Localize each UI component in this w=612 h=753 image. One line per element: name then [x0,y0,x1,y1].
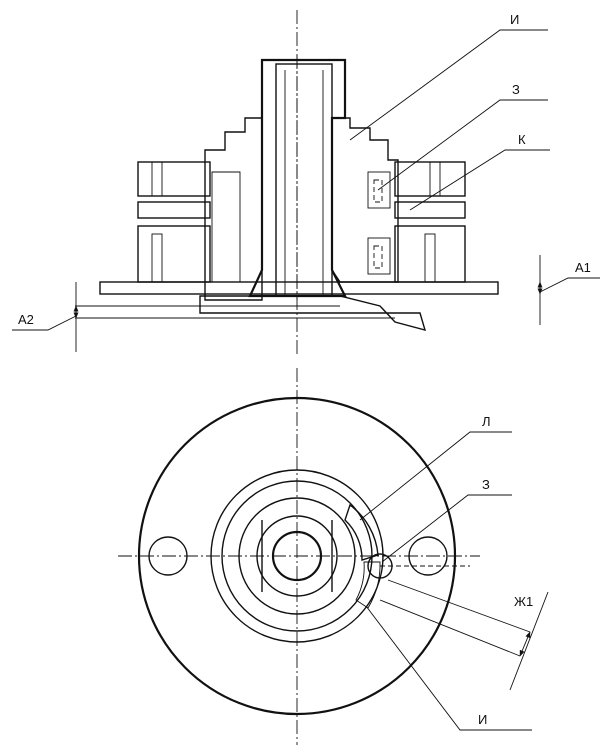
label-z-top: З [512,82,520,97]
left-middle-block [137,201,211,219]
right-middle-block [394,201,466,219]
label-z-bottom: З [482,477,490,492]
shaft-outer-circle [256,515,338,597]
leader-i-top [349,29,548,141]
key-lower [373,245,383,269]
label-l: Л [482,414,491,429]
dim-zh1-arrows [519,631,531,657]
base-plate [99,281,499,295]
housing-inner-circle [221,480,373,632]
leader-a2 [12,315,77,331]
label-a2: А2 [18,312,34,327]
left-upper-block [137,161,211,197]
shaft-bore [275,63,333,297]
leader-z-top [377,99,548,191]
leader-i-bottom [365,605,532,731]
mount-hole-right [408,536,448,576]
dim-zh1-ext2 [379,599,521,657]
right-stepped-housing [331,117,399,283]
key-slot-upper [367,171,391,209]
bottom-flange [199,295,427,331]
dim-zh1-ext1 [387,579,531,633]
leader-k [409,149,550,211]
sleeve-circle [238,497,356,615]
left-bolt-hole-bottom [151,233,163,283]
label-i-bottom: И [478,712,487,727]
leader-a1 [539,277,600,293]
leader-z-bottom [381,494,512,563]
housing-circle [210,469,384,643]
section-view: И З К А1 А2 [12,10,600,355]
label-a1: А1 [575,260,591,275]
shaft-bore-circle [271,530,323,582]
label-i-top: И [510,12,519,27]
label-zh1: Ж1 [514,594,533,609]
left-bolt-hole-top [151,161,163,197]
label-k: К [518,132,526,147]
outer-flange-circle [137,396,457,716]
plan-view: Л З И Ж1 [118,368,549,745]
key-upper [373,179,383,203]
right-bolt-hole-bottom [424,233,436,283]
left-inner-sleeve [211,171,241,283]
right-bolt-hole-top [429,161,441,197]
mount-hole-left [148,536,188,576]
left-lower-block [137,225,211,283]
left-stepped-housing [204,117,263,301]
key-slot-lower [367,237,391,275]
central-shaft [248,58,347,298]
leader-l [359,431,512,521]
